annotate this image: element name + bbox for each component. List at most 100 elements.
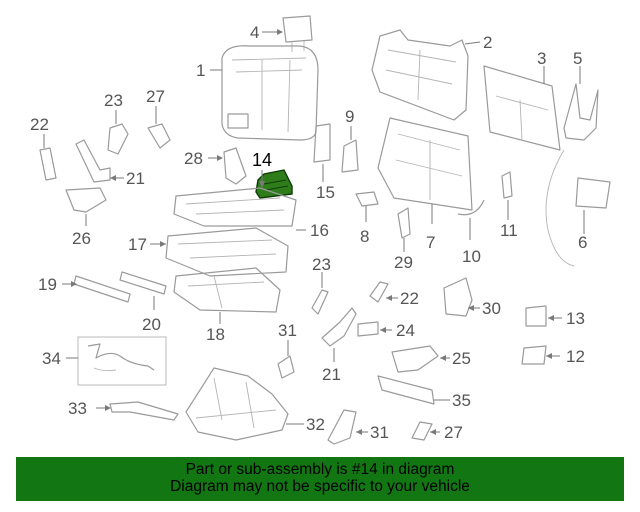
banner-line-2: Diagram may not be specific to your vehi… [170,478,470,495]
part-20-trim[interactable] [119,271,167,295]
callout-34[interactable]: 34 [42,349,61,368]
callout-21a[interactable]: 21 [126,169,145,188]
callout-16[interactable]: 16 [310,221,329,240]
part-10-cable[interactable] [457,199,485,216]
callout-33[interactable]: 33 [68,399,87,418]
callout-30[interactable]: 30 [482,299,501,318]
part-14-armrest[interactable] [255,169,293,199]
arrow-27b [430,429,436,435]
callout-9[interactable]: 9 [345,107,354,126]
callout-21b[interactable]: 21 [322,365,341,384]
part-34-harness[interactable] [87,343,155,372]
arrow-4 [277,29,283,35]
part-27-clip[interactable] [147,123,171,149]
callout-13[interactable]: 13 [566,309,585,328]
callout-31a[interactable]: 31 [278,321,297,340]
arrow-25 [440,355,446,361]
part-9-clip[interactable] [341,139,359,173]
callout-18[interactable]: 18 [206,325,225,344]
callout-17[interactable]: 17 [128,235,147,254]
part-8-bracket[interactable] [355,191,379,207]
arrow-19 [71,281,77,287]
callout-7[interactable]: 7 [426,233,435,252]
callout-3[interactable]: 3 [537,49,546,68]
callout-32[interactable]: 32 [306,415,325,434]
part-33-bar[interactable] [109,401,179,421]
arrow-31b [356,429,362,435]
callout-22b[interactable]: 22 [400,289,419,308]
part-32-track-frame[interactable] [185,367,289,441]
part-23-cover[interactable] [107,123,129,155]
part-7-seat-frame[interactable] [377,117,473,211]
part-15-trim[interactable] [313,123,331,163]
arrow-12 [546,353,552,359]
callout-11[interactable]: 11 [500,221,518,240]
callout-24[interactable]: 24 [396,321,415,340]
callout-28[interactable]: 28 [184,149,203,168]
part-18-cushion-frame[interactable] [173,267,281,313]
callout-14[interactable]: 14 [252,150,272,170]
callout-15[interactable]: 15 [316,183,335,202]
arrow-13 [548,315,554,321]
part-35-panel[interactable] [377,375,435,405]
part-4-headrest[interactable] [282,15,313,52]
part-27-cap[interactable] [411,421,433,441]
callout-25[interactable]: 25 [452,349,471,368]
arrow-14 [259,181,265,188]
part-6-cable-motor[interactable] [545,149,611,267]
callout-29[interactable]: 29 [394,253,413,272]
callout-19[interactable]: 19 [38,275,57,294]
part-1-seatback[interactable] [221,45,319,141]
arrow-24 [380,327,386,333]
part-13-switch[interactable] [525,305,547,327]
part-23-trim[interactable] [311,289,329,315]
part-21-hinge[interactable] [75,139,111,183]
arrow-28 [217,155,223,161]
part-17-pad[interactable] [165,227,289,277]
part-12-handle[interactable] [521,345,547,365]
callout-6[interactable]: 6 [578,233,587,252]
arrow-33 [105,405,111,411]
part-26-tray[interactable] [65,187,107,213]
arrow-21a [110,175,116,181]
part-25-cover[interactable] [391,345,439,373]
callout-8[interactable]: 8 [360,227,369,246]
leader-2 [464,41,481,45]
part-16-cushion[interactable] [173,187,297,227]
callout-35[interactable]: 35 [452,391,471,410]
info-banner: Part or sub-assembly is #14 in diagram D… [16,457,624,501]
callout-31b[interactable]: 31 [370,423,389,442]
part-5-latch[interactable] [563,83,599,141]
callout-5[interactable]: 5 [573,49,582,68]
callout-10[interactable]: 10 [462,247,481,266]
arrow-17 [160,241,166,247]
part-19-trim[interactable] [73,275,131,303]
callout-23a[interactable]: 23 [104,91,123,110]
part-30-cover[interactable] [443,277,473,317]
banner-line-1: Part or sub-assembly is #14 in diagram [185,461,455,478]
part-28-cover[interactable] [223,147,247,185]
harness-box [77,336,167,386]
callout-20[interactable]: 20 [142,315,161,334]
part-22-cover[interactable] [39,147,57,181]
parts-diagram: 4 1 2 3 5 6 7 8 9 [30,15,611,445]
part-22-clip[interactable] [369,281,389,303]
part-31-bolt[interactable] [277,355,295,379]
callout-27a[interactable]: 27 [146,87,165,106]
callout-26[interactable]: 26 [72,229,91,248]
callout-22a[interactable]: 22 [30,115,49,134]
part-31-bracket[interactable] [327,409,357,445]
callout-12[interactable]: 12 [566,347,585,366]
part-2-back-frame[interactable] [371,29,469,121]
callout-2[interactable]: 2 [483,33,492,52]
callout-23b[interactable]: 23 [312,255,331,274]
part-11-cover[interactable] [501,171,513,199]
part-29-clip[interactable] [397,207,411,239]
part-21-bracket[interactable] [321,307,357,347]
part-24-cap[interactable] [357,321,379,337]
callout-1[interactable]: 1 [196,61,205,80]
part-3-back-panel[interactable] [483,65,561,151]
callout-4[interactable]: 4 [250,23,259,42]
arrow-22b [386,295,392,301]
callout-27b[interactable]: 27 [444,423,463,442]
